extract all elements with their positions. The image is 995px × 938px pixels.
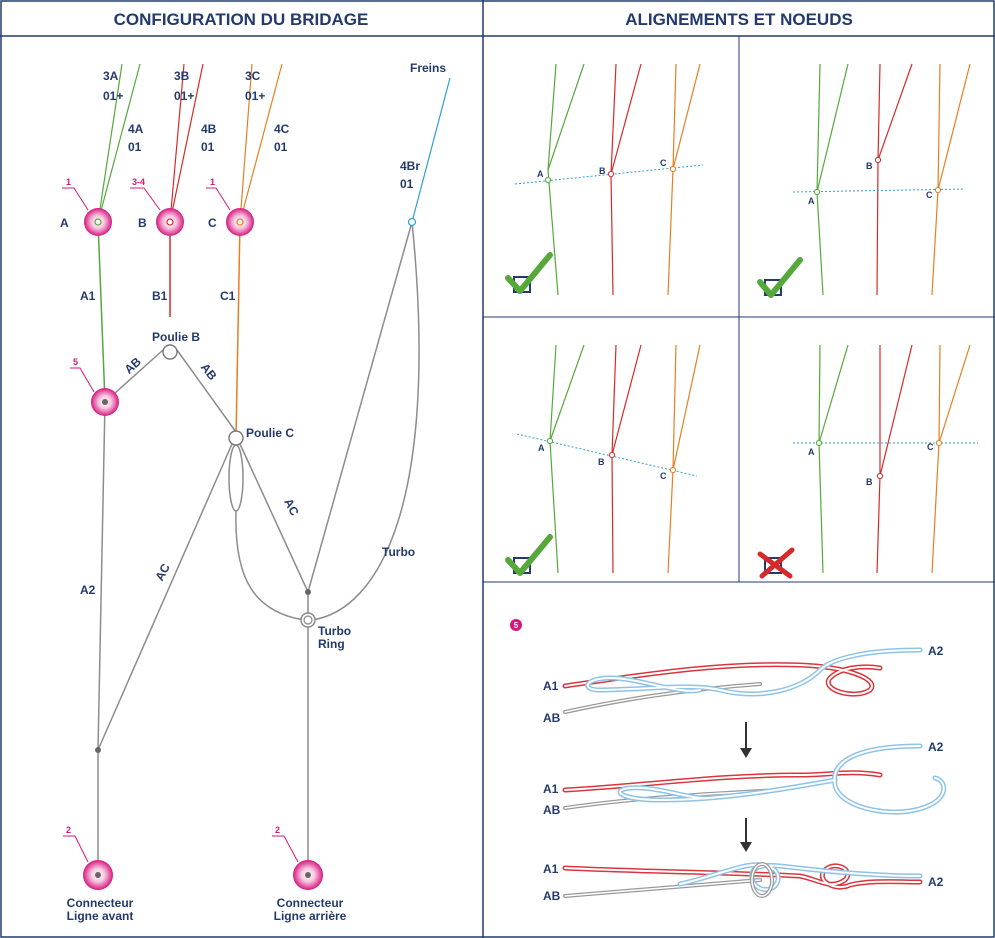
alignment-panel-4 [793,344,978,574]
left-header: CONFIGURATION DU BRIDAGE [114,10,369,29]
down-arrow-icon [740,722,752,758]
knot-step-3 [562,862,923,898]
rear-connector-label-1: Connecteur [277,896,344,910]
alignment-panel-2 [792,63,971,296]
pulley-b-icon [162,344,178,360]
bridle-lines [95,63,451,875]
panel-3-label-b: B [598,457,605,467]
panel-2-label-c: C [926,190,933,200]
pulley-c-label: Poulie C [246,426,294,440]
knot-step-1-a1: A1 [543,679,559,693]
label-b-lower-2: 01 [201,140,215,154]
front-connector-label-2: Ligne avant [67,909,134,923]
pink-tag-leaders [62,187,299,863]
tag-c: 1 [210,177,215,187]
panel-4-label-c: C [927,442,934,452]
knot-step-1-a2: A2 [928,644,944,658]
label-c-lower-2: 01 [274,140,288,154]
knot-step-2 [562,743,947,815]
label-brake-2: 01 [400,177,414,191]
attach-label-a: A [60,216,69,230]
label-c-upper-2: 01+ [245,89,265,103]
segment-a1: A1 [80,289,96,303]
alignment-panel-1 [514,63,704,296]
checkmark-icon [505,534,553,576]
pulley-b-label: Poulie B [152,330,200,344]
front-connector-label-1: Connecteur [67,896,134,910]
label-freins: Freins [410,61,446,75]
label-a-lower-1: 4A [128,122,144,136]
segment-b1: B1 [152,289,168,303]
checkmark-icon [505,252,553,294]
panel-1-label-c: C [660,158,667,168]
knot-step-1 [562,647,923,714]
segment-ab-left: AB [122,354,144,376]
attach-ball-c [226,208,254,236]
alignment-panel-3 [516,344,701,574]
rear-connector-label-2: Ligne arrière [274,909,347,923]
turbo-ring-icon [300,612,316,628]
rear-connector-ball [293,860,323,890]
panel-4-label-a: A [808,447,815,457]
segment-c1: C1 [220,289,236,303]
label-b-upper-1: 3B [174,69,190,83]
attach-ball-b [156,208,184,236]
label-a-upper-2: 01+ [103,89,123,103]
segment-turbo: Turbo [382,545,415,559]
label-b-upper-2: 01+ [174,89,194,103]
front-connector-ball [83,860,113,890]
cross-icon [757,547,795,579]
checkmark-icon [757,257,803,298]
segment-ac-left: AC [152,561,173,583]
knot-step-2-a2: A2 [928,740,944,754]
label-a-upper-1: 3A [103,69,119,83]
knot-step-2-ab: AB [543,803,561,817]
panel-2-label-b: B [866,161,873,171]
label-a-lower-2: 01 [128,140,142,154]
panel-3-label-a: A [538,443,545,453]
knot-step-3-ab: AB [543,889,561,903]
panel-4-label-b: B [866,477,873,487]
label-c-upper-1: 3C [245,69,261,83]
tag-a: 1 [66,177,71,187]
knot-step-2-a1: A1 [543,782,559,796]
panel-3-label-c: C [660,471,667,481]
attach-label-c: C [208,216,217,230]
attach-ball-a [84,208,112,236]
pulley-c-icon [228,430,244,446]
panel-2-label-a: A [808,196,815,206]
segment-ac-right: AC [281,496,302,518]
knot-step-1-ab: AB [543,711,561,725]
tag-rear: 2 [275,825,280,835]
turbo-ring-label-2: Ring [318,637,345,651]
label-b-lower-1: 4B [201,122,217,136]
down-arrow-icon [740,818,752,852]
segment-a2: A2 [80,583,96,597]
segment-ab-right: AB [198,360,220,383]
tag-b: 3-4 [132,177,145,187]
panel-1-label-b: B [599,166,606,176]
attach-label-b: B [138,216,147,230]
label-c-lower-1: 4C [274,122,290,136]
knot-badge-number: 5 [514,621,519,630]
tag-knot: 5 [73,357,78,367]
knot-badge [510,619,522,631]
label-brake-1: 4Br [400,159,420,173]
knot-step-3-a1: A1 [543,862,559,876]
panel-1-label-a: A [537,169,544,179]
tag-front: 2 [66,825,71,835]
knot-ball [91,388,119,416]
turbo-ring-label-1: Turbo [318,624,351,638]
knot-step-3-a2: A2 [928,875,944,889]
right-header: ALIGNEMENTS ET NOEUDS [625,10,853,29]
